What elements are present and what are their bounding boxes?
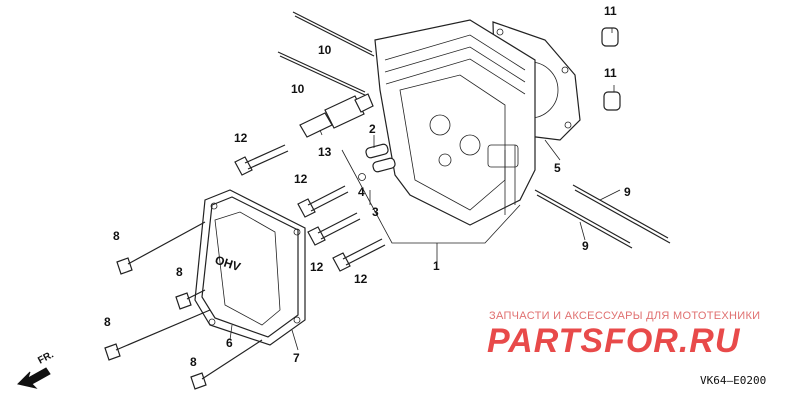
callout-13: 13 bbox=[318, 145, 332, 159]
callout-12-c: 12 bbox=[310, 260, 324, 274]
head-cover: OHV bbox=[194, 189, 306, 346]
callout-3: 3 bbox=[372, 205, 379, 219]
callout-10-b: 10 bbox=[291, 82, 305, 96]
callout-9-b: 9 bbox=[582, 239, 589, 253]
callout-12-d: 12 bbox=[354, 272, 368, 286]
callout-8-c: 8 bbox=[104, 315, 111, 329]
cover-bolts bbox=[104, 221, 263, 390]
head-bolts bbox=[234, 144, 386, 272]
callout-12-b: 12 bbox=[294, 172, 308, 186]
dowel-pins bbox=[358, 143, 396, 181]
leader-lines bbox=[229, 28, 621, 351]
direction-arrow-icon bbox=[17, 367, 51, 389]
callout-8-a: 8 bbox=[113, 229, 120, 243]
long-studs bbox=[534, 184, 671, 249]
stud-bolts bbox=[277, 11, 375, 97]
diagram-code: VK64—E0200 bbox=[700, 374, 766, 387]
callout-8-b: 8 bbox=[176, 265, 183, 279]
watermark: ЗАПЧАСТИ И АКСЕССУАРЫ ДЛЯ МОТОТЕХНИКИ PA… bbox=[487, 310, 760, 360]
callout-7: 7 bbox=[293, 351, 300, 365]
callout-4: 4 bbox=[358, 185, 365, 199]
callout-11-a: 11 bbox=[604, 4, 617, 18]
callout-labels: 1 2 3 4 5 6 7 8 8 8 8 9 9 10 10 11 11 12… bbox=[104, 4, 631, 369]
callout-6: 6 bbox=[226, 336, 233, 350]
front-direction-indicator: FR. bbox=[17, 349, 56, 389]
callout-11-b: 11 bbox=[604, 66, 617, 80]
direction-label: FR. bbox=[36, 349, 56, 366]
collars bbox=[601, 27, 621, 111]
callout-1: 1 bbox=[433, 259, 440, 273]
callout-10-a: 10 bbox=[318, 43, 332, 57]
callout-9-a: 9 bbox=[624, 185, 631, 199]
watermark-tagline: ЗАПЧАСТИ И АКСЕССУАРЫ ДЛЯ МОТОТЕХНИКИ bbox=[489, 310, 760, 322]
callout-8-d: 8 bbox=[190, 355, 197, 369]
callout-12-a: 12 bbox=[234, 131, 248, 145]
cylinder-head bbox=[374, 19, 536, 226]
watermark-logo: PARTSFOR.RU bbox=[487, 322, 741, 360]
callout-5: 5 bbox=[554, 161, 561, 175]
spark-plug bbox=[299, 93, 374, 138]
callout-2: 2 bbox=[369, 122, 376, 136]
